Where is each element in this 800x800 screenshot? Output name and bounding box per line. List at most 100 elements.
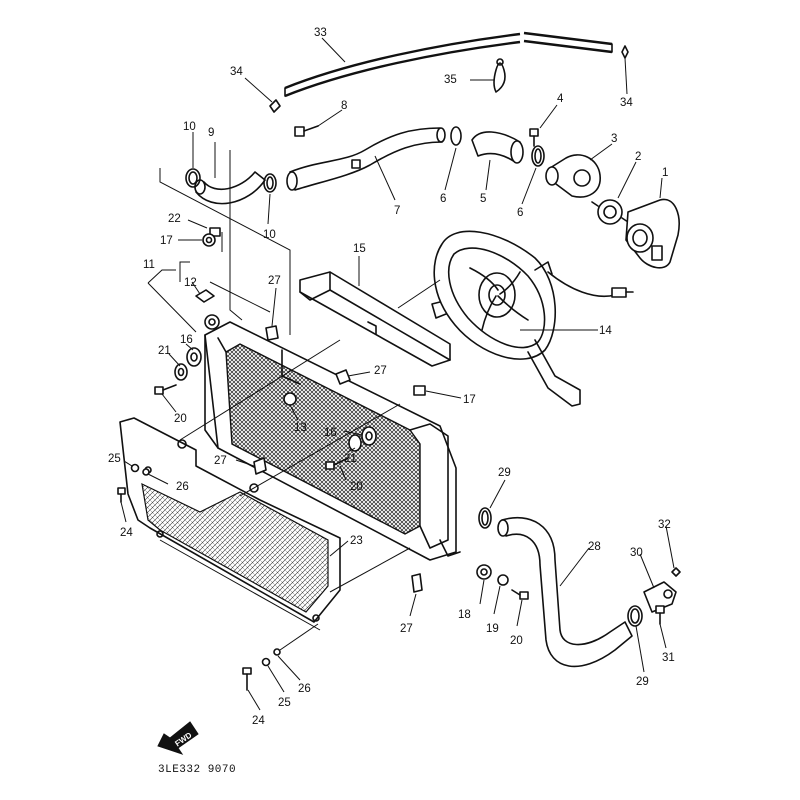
hose-5 <box>471 131 524 164</box>
hose-28 <box>497 516 633 668</box>
washer-21-right <box>348 434 362 452</box>
washer-25-top <box>130 463 140 473</box>
leader-lines <box>120 37 675 711</box>
callout-26-top: 26 <box>176 481 189 493</box>
grommet-27-b <box>335 369 351 385</box>
forward-arrow-icon: FWD <box>157 721 199 755</box>
clamp-10-right <box>263 173 277 193</box>
washer-25-bottom <box>261 657 271 667</box>
collar-13 <box>283 392 297 406</box>
grommet-27-c <box>253 457 267 475</box>
callout-9: 9 <box>208 127 214 139</box>
callout-14: 14 <box>599 325 612 337</box>
callouts: 33 34 35 4 34 8 10 9 3 2 1 6 5 6 7 10 22… <box>108 27 675 727</box>
clamp-29-bottom <box>627 605 643 627</box>
callout-20-bottom: 20 <box>510 635 523 647</box>
clamp-6-left <box>450 126 462 146</box>
callout-24-top: 24 <box>120 527 133 539</box>
callout-4: 4 <box>557 93 564 105</box>
callout-6-right: 6 <box>517 207 523 219</box>
callout-16-left: 16 <box>180 334 193 346</box>
collar-26-bottom <box>273 648 281 656</box>
screw-24-bottom <box>242 667 252 691</box>
callout-12: 12 <box>184 277 197 289</box>
callout-27-top: 27 <box>268 275 281 287</box>
thermostat-2 <box>591 199 629 225</box>
callout-26-bottom: 26 <box>298 683 311 695</box>
callout-24-bottom: 24 <box>252 715 265 727</box>
radiator-guard-23 <box>119 417 341 623</box>
callout-22: 22 <box>168 213 181 225</box>
callout-27-left: 27 <box>214 455 227 467</box>
clamp-6-right <box>531 145 545 167</box>
bolt-20-mid <box>325 457 349 470</box>
grommet-27-a <box>265 325 279 341</box>
callout-18: 18 <box>458 609 471 621</box>
callout-33: 33 <box>314 27 327 39</box>
clamp-10-left <box>185 168 201 188</box>
callout-11: 11 <box>143 259 155 271</box>
bolt-4 <box>529 128 539 147</box>
callout-5: 5 <box>480 193 486 205</box>
drain-bolt-17-top <box>202 233 216 247</box>
callout-25-bottom: 25 <box>278 697 291 709</box>
callout-10-top: 10 <box>183 121 196 133</box>
drain-bolt-17-right <box>413 385 426 396</box>
callout-6-left: 6 <box>440 193 446 205</box>
bolt-20-bottom <box>511 589 529 600</box>
callout-16-right: 16 <box>324 427 337 439</box>
callout-29-bottom: 29 <box>636 676 649 688</box>
radiator-fan-14 <box>431 230 634 407</box>
callout-35: 35 <box>444 74 457 86</box>
grommet-16-left <box>186 347 202 367</box>
callout-29-top: 29 <box>498 467 511 479</box>
clip-34-right <box>621 45 629 59</box>
callout-31: 31 <box>662 652 675 664</box>
clip-34-left <box>269 99 281 113</box>
callout-21-left: 21 <box>158 345 171 357</box>
callout-34-left: 34 <box>230 66 243 78</box>
callout-34-right: 34 <box>620 97 633 109</box>
callout-2: 2 <box>635 151 641 163</box>
callout-20-mid: 20 <box>350 481 363 493</box>
callout-20-left: 20 <box>174 413 187 425</box>
bracket-12 <box>195 289 215 303</box>
callout-25-top: 25 <box>108 453 121 465</box>
callout-21-right: 21 <box>344 453 357 465</box>
thermostat-cover-3 <box>545 154 601 198</box>
overflow-hose-33 <box>284 31 613 98</box>
joint-fitting-30 <box>643 581 677 613</box>
callout-19: 19 <box>486 623 499 635</box>
callout-13: 13 <box>294 422 307 434</box>
callout-28: 28 <box>588 541 601 553</box>
thermostat-housing-1 <box>625 198 680 269</box>
grommet-18 <box>476 564 492 580</box>
grommet-27-d <box>411 573 423 593</box>
grommet-16-right <box>361 426 377 446</box>
callout-32: 32 <box>658 519 671 531</box>
screw-24-top <box>117 487 126 503</box>
clamp-29-top <box>478 507 492 529</box>
callout-7: 7 <box>394 205 400 217</box>
diagram-code: 3LE332 9070 <box>158 764 236 776</box>
callout-27-bottom: 27 <box>400 623 413 635</box>
callout-27-mid: 27 <box>374 365 387 377</box>
washer-21-left <box>174 363 188 381</box>
callout-30: 30 <box>630 547 643 559</box>
callout-3: 3 <box>611 133 617 145</box>
callout-10-bottom: 10 <box>263 229 276 241</box>
bolt-8 <box>294 125 319 137</box>
callout-17-right: 17 <box>463 394 476 406</box>
water-pipe-7 <box>286 127 446 191</box>
callout-23: 23 <box>350 535 363 547</box>
bolt-31 <box>655 605 665 625</box>
callout-15: 15 <box>353 243 366 255</box>
air-shroud-15 <box>299 271 451 367</box>
callout-17-top: 17 <box>160 235 173 247</box>
collar-26-top <box>142 468 150 476</box>
bolt-20-left <box>154 384 177 395</box>
radiator-cap-22 <box>209 227 221 237</box>
callout-8: 8 <box>341 100 347 112</box>
radiator-11 <box>204 314 461 561</box>
